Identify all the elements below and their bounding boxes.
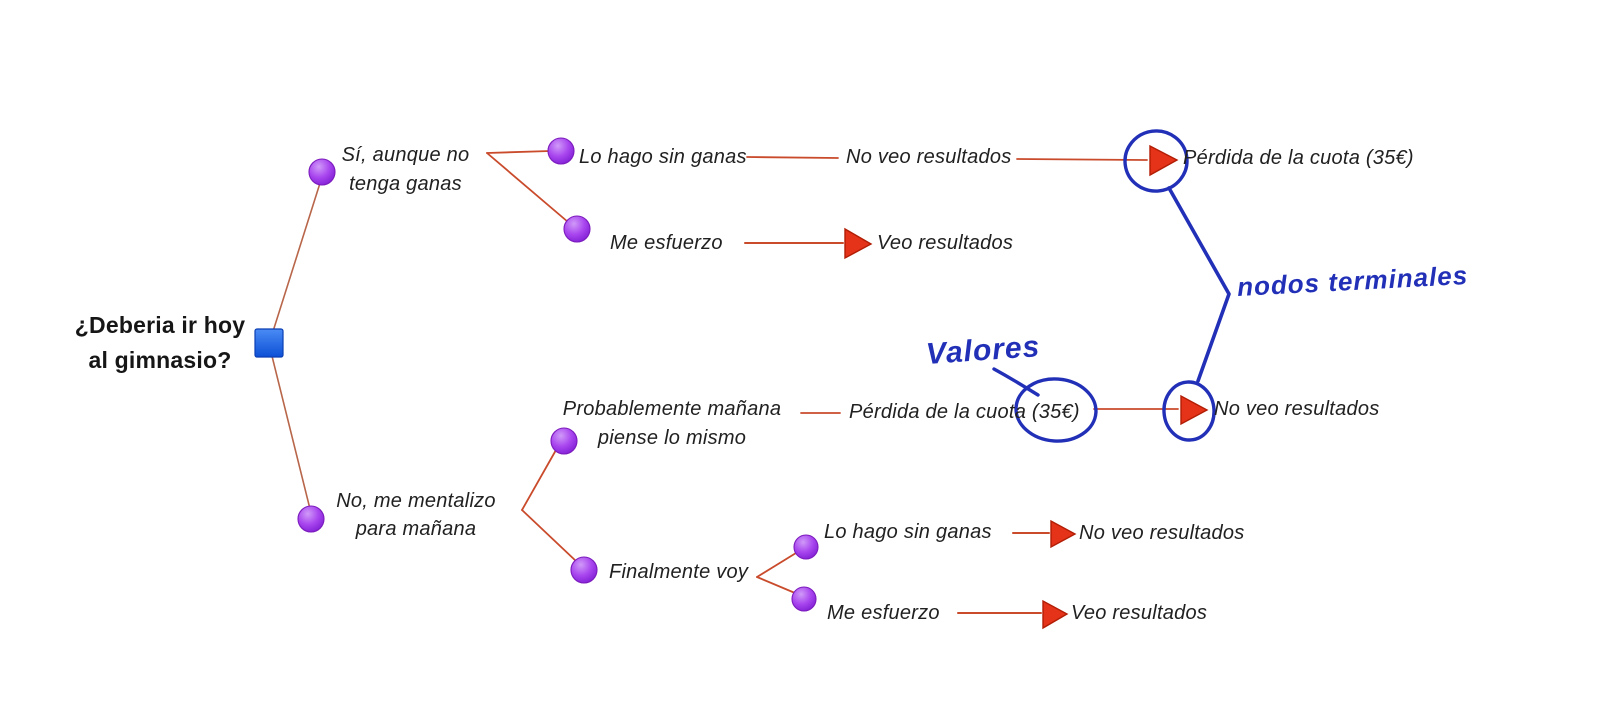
no-branch-line1: No, me mentalizo — [336, 490, 496, 512]
no-branch-label: No, me mentalizo para mañana — [330, 487, 502, 543]
ink-circle-terminal-1 — [1123, 129, 1189, 193]
ink-pointer-nodos-terminales — [1167, 186, 1231, 383]
edge-yes-to-esfuerzo — [486, 152, 569, 223]
probablemente-label: Probablemente mañana piense lo mismo — [550, 395, 794, 453]
edge-finalmente-to-sin-ganas — [756, 552, 797, 578]
terminal-arrow-icon-1 — [1149, 144, 1179, 177]
chance-node-probablemente — [550, 427, 578, 455]
edge-sin-ganas-to-outcome — [746, 156, 839, 159]
terminal-arrow-icon-3 — [1180, 394, 1209, 426]
terminal-arrow-icon-4 — [1050, 519, 1077, 549]
chance-node-sin-ganas — [547, 137, 575, 165]
terminal-value-label-2: Pérdida de la cuota (35€) — [849, 401, 1080, 423]
terminal-arrow-icon-5 — [1042, 599, 1069, 630]
ink-circle-value — [1014, 377, 1098, 443]
edge-outcome-to-terminal-1 — [1016, 158, 1148, 161]
terminal-arrow-icon-2 — [844, 227, 873, 260]
esfuerzo-outcome-label: Veo resultados — [877, 232, 1014, 254]
chance-node-yes — [308, 158, 336, 186]
root-question-line1: ¿Deberia ir hoy — [74, 312, 246, 338]
no-branch-line2: para mañana — [355, 518, 477, 540]
chance-node-esfuerzo-2 — [791, 586, 817, 612]
finalmente-label: Finalmente voy — [609, 561, 749, 583]
esfuerzo-2-outcome-label: Veo resultados — [1071, 602, 1208, 624]
decision-node-square — [254, 328, 284, 358]
edge-no-to-finalmente — [521, 509, 578, 563]
edge-root-to-no — [268, 343, 311, 510]
chance-node-esfuerzo — [563, 215, 591, 243]
yes-branch-label: Sí, aunque no tenga ganas — [328, 141, 483, 199]
sin-ganas-2-label: Lo hago sin ganas — [824, 521, 992, 543]
chance-node-sin-ganas-2 — [793, 534, 819, 560]
sin-ganas-label: Lo hago sin ganas — [579, 146, 747, 168]
sin-ganas-outcome-label: No veo resultados — [846, 146, 1012, 168]
ink-circle-terminal-2 — [1162, 380, 1216, 442]
sin-ganas-2-outcome-label: No veo resultados — [1079, 522, 1245, 544]
probablemente-outcome-label: No veo resultados — [1214, 398, 1380, 420]
esfuerzo-label: Me esfuerzo — [610, 232, 723, 254]
yes-branch-line2: tenga ganas — [349, 173, 462, 195]
probablemente-line1: Probablemente mañana — [562, 398, 782, 420]
edge-no-to-probablemente — [521, 449, 557, 511]
probablemente-line2: piense lo mismo — [597, 427, 747, 449]
ink-pointer-valores — [992, 367, 1040, 397]
edge-finalmente-to-esfuerzo — [756, 576, 796, 594]
root-question-label: ¿Deberia ir hoy al gimnasio? — [62, 308, 258, 378]
terminal-value-label-1: Pérdida de la cuota (35€) — [1183, 147, 1414, 169]
chance-node-no — [297, 505, 325, 533]
root-question-line2: al gimnasio? — [88, 347, 232, 373]
chance-node-finalmente — [570, 556, 598, 584]
esfuerzo-2-label: Me esfuerzo — [827, 602, 940, 624]
edge-root-to-yes — [268, 179, 322, 345]
yes-branch-line1: Sí, aunque no — [341, 144, 470, 166]
edge-yes-to-sin-ganas — [486, 150, 551, 154]
